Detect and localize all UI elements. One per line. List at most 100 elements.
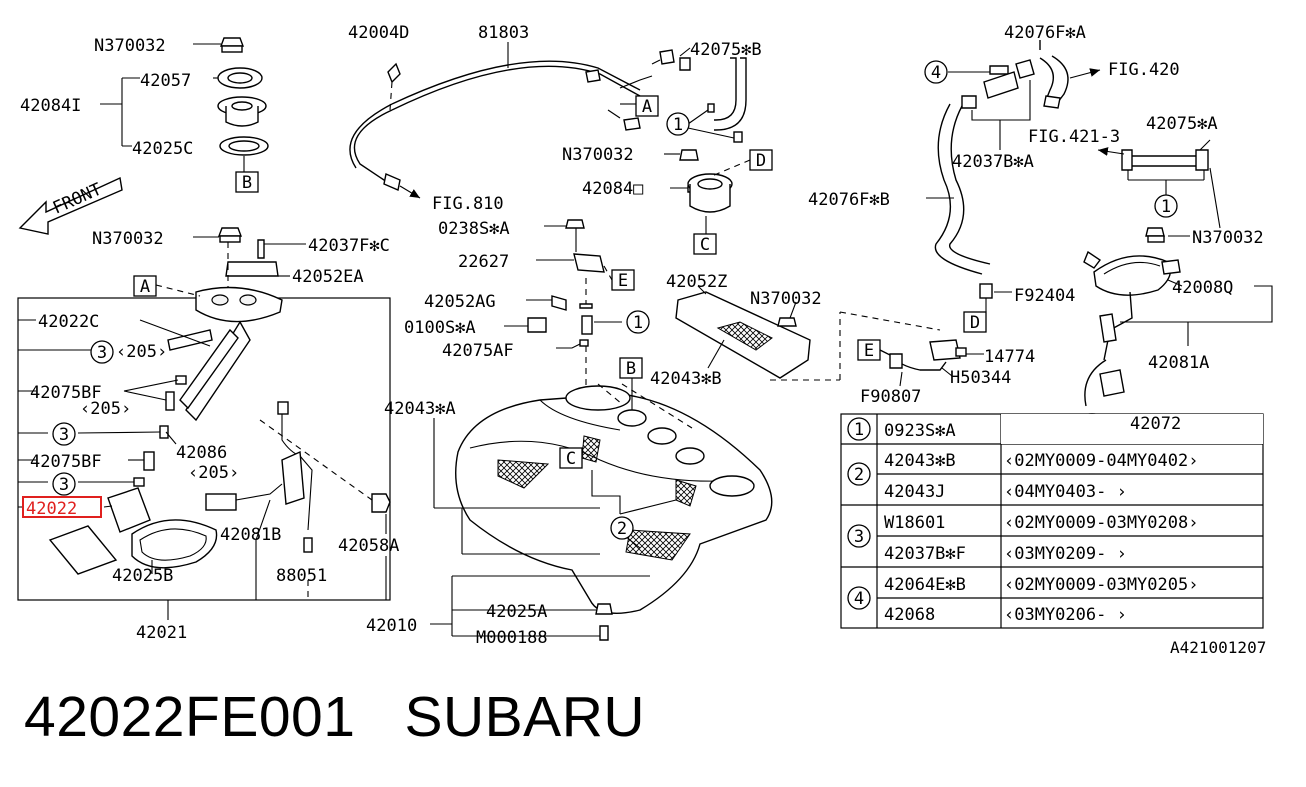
callout-circle-3 bbox=[90, 340, 114, 364]
part-label-p42004d: 42004D bbox=[348, 23, 409, 43]
part-label-p81803: 81803 bbox=[478, 23, 529, 43]
legend-model-range: ‹03MY0209- › bbox=[1004, 544, 1127, 564]
part-label-p22627: 22627 bbox=[458, 252, 509, 272]
part-label-p42084o: 42084□ bbox=[582, 179, 644, 199]
legend-part-number: W18601 bbox=[884, 513, 945, 533]
part-label-p42043a: 42043✻A bbox=[384, 399, 456, 419]
front-label: FRONT bbox=[50, 179, 105, 218]
callout-circle-number: 3 bbox=[59, 475, 69, 495]
legend-part-number: 0923S✻A bbox=[884, 421, 956, 441]
evap-line-group bbox=[349, 42, 747, 199]
part-label-p42052z: 42052Z bbox=[666, 272, 727, 292]
legend-model-range: ‹03MY0206- › bbox=[1004, 605, 1127, 625]
highlighted-part-label: 42022 bbox=[26, 499, 77, 519]
part-label-p88051: 88051 bbox=[276, 566, 327, 586]
part-label-n370032-d: N370032 bbox=[750, 289, 822, 309]
part-label-p42037ba: 42037B✻A bbox=[952, 152, 1034, 172]
legend-table bbox=[840, 413, 1264, 629]
fuel-level-sensor-group bbox=[1077, 227, 1273, 431]
part-label-p42037fc: 42037F✻C bbox=[308, 236, 390, 256]
part-label-p42021: 42021 bbox=[136, 623, 187, 643]
fuel-tank-42010 bbox=[430, 357, 773, 641]
callout-letter-a: A bbox=[642, 97, 652, 117]
part-label-h50344: H50344 bbox=[950, 368, 1011, 388]
legend-ref-circle bbox=[847, 417, 871, 441]
legend-model-range: ‹02MY0009-04MY0402› bbox=[1004, 451, 1198, 471]
legend-model-range: ‹02MY0009-03MY0208› bbox=[1004, 513, 1198, 533]
part-label-p42081b: 42081B bbox=[220, 525, 281, 545]
callout-circle-1 bbox=[666, 112, 690, 136]
part-label-p42081a: 42081A bbox=[1148, 353, 1209, 373]
callout-letter-d: D bbox=[970, 313, 980, 333]
part-label-p42043b: 42043✻B bbox=[650, 369, 722, 389]
callout-letter-b: B bbox=[242, 173, 252, 193]
part-label-p42025b: 42025B bbox=[112, 566, 173, 586]
part-label-n370032-e: N370032 bbox=[1192, 228, 1264, 248]
part-label-p0100sa: 0100S✻A bbox=[404, 318, 476, 338]
part-label-p42057: 42057 bbox=[140, 71, 191, 91]
legend-part-number: 42068 bbox=[884, 605, 935, 625]
part-label-p42052ea: 42052EA bbox=[292, 267, 364, 287]
fuel-sender-cover-group bbox=[100, 37, 269, 193]
part-label-p42086: 42086 bbox=[176, 443, 227, 463]
part-label-layer: N370032 42057 42084I 42025C N370032 42037F✻C 4… bbox=[20, 23, 1266, 657]
part-label-p42075a: 42075✻B bbox=[690, 40, 762, 60]
fuel-pump-module bbox=[17, 275, 391, 620]
callout-letter-b: B bbox=[626, 359, 636, 379]
part-label-p14774: 14774 bbox=[984, 347, 1035, 367]
legend-part-number: 42064E✻B bbox=[884, 575, 966, 595]
fig-ref-label: FIG.810 bbox=[432, 194, 504, 214]
part-label-p42008q: 42008Q bbox=[1172, 278, 1233, 298]
callout-circle-number: 2 bbox=[617, 519, 627, 539]
part-label-p42076fb: 42076F✻B bbox=[808, 190, 890, 210]
legend-ref-number: 2 bbox=[854, 465, 864, 485]
part-label-p42072: 42072 bbox=[1130, 414, 1181, 434]
part-label-p42022c: 42022C bbox=[38, 312, 99, 332]
callout-circle-number: 4 bbox=[931, 63, 941, 83]
callout-letter-c: C bbox=[700, 235, 710, 255]
callout-letter-e: E bbox=[864, 341, 874, 361]
callout-circle-3 bbox=[52, 472, 76, 496]
legend-ref-number: 4 bbox=[854, 589, 864, 609]
legend-ref-circle bbox=[847, 586, 871, 610]
right-vent-hose-group bbox=[926, 40, 1221, 333]
legend-table-text-layer: 0923S✻A 42043✻B ‹02MY0009-04MY0402› 42043J ‹… bbox=[847, 417, 1198, 625]
caption-spacer bbox=[355, 685, 404, 749]
caption-part-number: 42022FE001 bbox=[24, 685, 356, 749]
callout-circle-number: 1 bbox=[673, 115, 683, 135]
part-label-f92404: F92404 bbox=[1014, 286, 1075, 306]
part-label-p42084i: 42084I bbox=[20, 96, 81, 116]
legend-ref-circle bbox=[847, 524, 871, 548]
legend-part-number: 42037B✻F bbox=[884, 544, 966, 564]
part-label-p42076fa: 42076F✻A bbox=[1004, 23, 1086, 43]
diagram-code: A421001207 bbox=[1170, 638, 1266, 657]
part-label-p205-b: ‹205› bbox=[80, 399, 131, 419]
highlight-box-42022 bbox=[22, 496, 102, 518]
fig-ref-label: FIG.420 bbox=[1108, 60, 1180, 80]
center-bracket-group bbox=[504, 219, 635, 388]
callout-circle-number: 3 bbox=[59, 425, 69, 445]
part-label-p42058a: 42058A bbox=[338, 536, 399, 556]
callout-box-b-top bbox=[235, 171, 259, 193]
legend-part-number: 42043J bbox=[884, 482, 945, 502]
callout-circle-2 bbox=[610, 516, 634, 540]
legend-model-range: ‹02MY0009-03MY0205› bbox=[1004, 575, 1198, 595]
heat-shield-42052z bbox=[675, 285, 941, 381]
callout-circle-1 bbox=[626, 310, 650, 334]
part-label-p205-c: ‹205› bbox=[188, 463, 239, 483]
legend-ref-number: 1 bbox=[854, 420, 864, 440]
part-label-p42025c: 42025C bbox=[132, 139, 193, 159]
caption-brand: SUBARU bbox=[404, 685, 646, 749]
legend-part-number: 42043✻B bbox=[884, 451, 956, 471]
filler-flange-group bbox=[664, 149, 773, 255]
legend-ref-number: 3 bbox=[854, 527, 864, 547]
part-label-p42075bf-b: 42075BF bbox=[30, 452, 102, 472]
part-label-m000188: M000188 bbox=[476, 628, 548, 648]
callout-circle-3 bbox=[52, 422, 76, 446]
part-label-n370032-b: N370032 bbox=[92, 229, 164, 249]
part-label-f90807: F90807 bbox=[860, 387, 921, 407]
part-label-p42010: 42010 bbox=[366, 616, 417, 636]
